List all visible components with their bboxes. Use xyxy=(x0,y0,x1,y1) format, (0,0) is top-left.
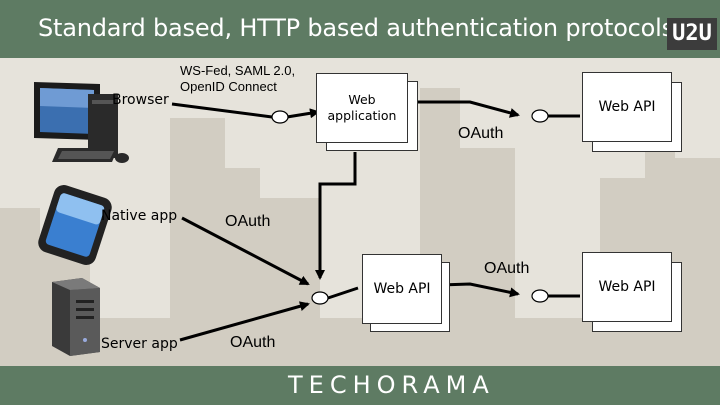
browser-label: Browser xyxy=(112,92,169,108)
slide-title: Standard based, HTTP based authenticatio… xyxy=(38,14,674,42)
center-api-endpoint-lollipop xyxy=(311,291,329,305)
native-oauth-label: OAuth xyxy=(225,213,271,230)
web-api-bottom-right-box: Web API xyxy=(582,252,672,322)
native-to-api-arrow xyxy=(181,216,310,286)
server-to-api-arrow xyxy=(179,301,310,342)
server-app-label: Server app xyxy=(101,336,178,352)
native-app-label: Native app xyxy=(101,208,178,224)
web-api-top-right-box: Web API xyxy=(582,72,672,142)
web-api-center-box: Web API xyxy=(362,254,442,324)
web-application-box: Web application xyxy=(316,73,408,143)
title-bar xyxy=(0,0,720,58)
server-icon xyxy=(52,278,100,356)
api-to-api-arrow xyxy=(439,282,520,298)
brand-logo: U2U xyxy=(667,18,717,50)
browser-to-webapp-arrow xyxy=(286,108,320,119)
webapp-oauth-label: OAuth xyxy=(458,125,504,142)
browser-endpoint-lollipop xyxy=(271,110,289,124)
desktop-computer-icon xyxy=(34,82,129,163)
browser-protocols-label: WS-Fed, SAML 2.0, OpenID Connect xyxy=(180,63,296,94)
techorama-logo: TECHORAMA xyxy=(288,371,495,399)
webapp-to-api-arrow xyxy=(408,100,520,118)
api-top-endpoint-lollipop xyxy=(531,109,549,123)
api-to-api-oauth-label: OAuth xyxy=(484,260,530,277)
webapp-to-center-api-arrow xyxy=(315,152,357,280)
server-oauth-label: OAuth xyxy=(230,334,276,351)
center-api-connector xyxy=(327,286,359,300)
browser-connection-arrow xyxy=(171,102,273,119)
footer-bar xyxy=(0,366,720,405)
smartphone-icon xyxy=(38,185,112,265)
api-bottom-endpoint-lollipop xyxy=(531,289,549,303)
